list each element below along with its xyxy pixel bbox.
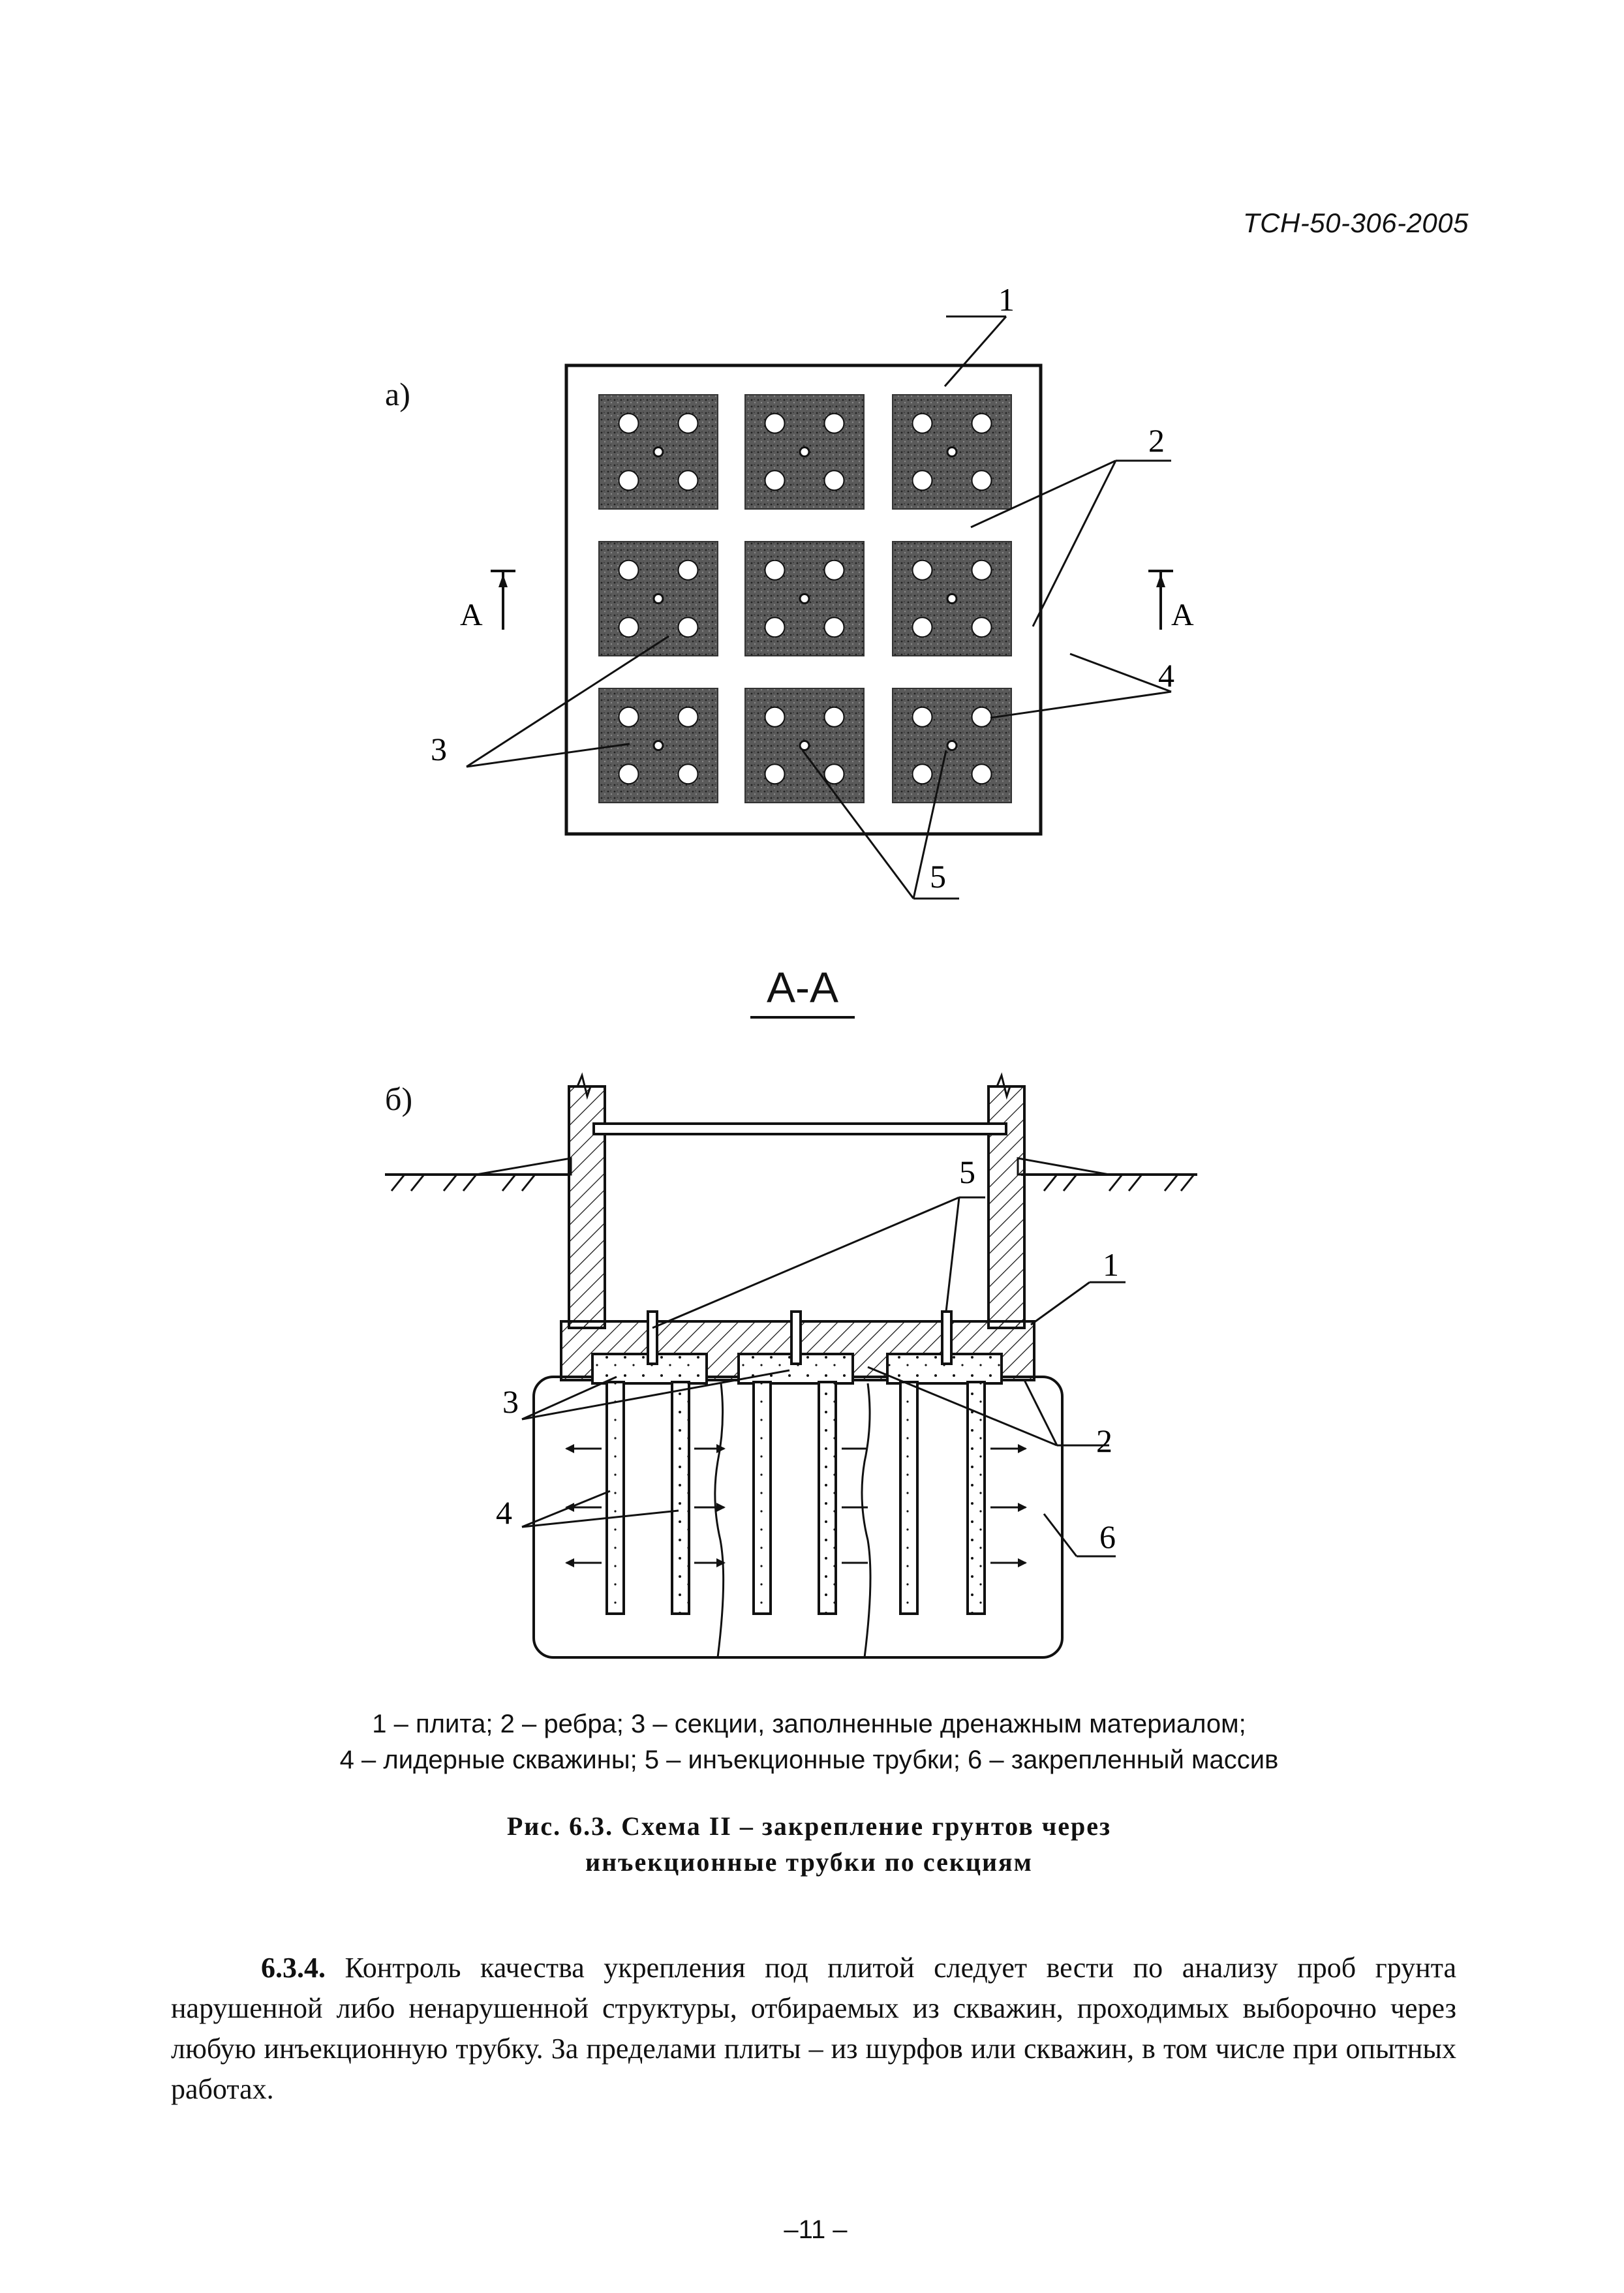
- callout-2-section: 2: [1096, 1423, 1112, 1459]
- injection-tube-6: [946, 593, 958, 604]
- callout-1-plan: 1: [998, 281, 1015, 318]
- plan-view-diagram: 1 2 4 3 5 А А: [431, 281, 1194, 900]
- section-fill-3: [886, 1353, 1003, 1385]
- leader-well-4-1: [618, 559, 639, 581]
- injection-tube-3: [946, 446, 958, 457]
- leader-well-6-4: [971, 617, 992, 638]
- leader-wells: [605, 1381, 986, 1615]
- section-title: А-А: [750, 962, 855, 1019]
- injection-tube-5: [799, 593, 810, 604]
- leader-well-5-4: [823, 617, 845, 638]
- callout-6-section: 6: [1099, 1518, 1116, 1555]
- caption-line-1: Рис. 6.3. Схема II – закрепление грунтов…: [506, 1811, 1112, 1841]
- injection-tube-4: [652, 593, 664, 604]
- paragraph-number: 6.3.4.: [261, 1952, 326, 1984]
- leader-well-2-3: [764, 470, 786, 491]
- document-code: ТСН-50-306-2005: [1243, 208, 1469, 238]
- leader-well-3-3: [912, 470, 933, 491]
- leader-well-1-4: [677, 470, 699, 491]
- section-cells: [598, 394, 1012, 803]
- leader-well-2-1: [764, 412, 786, 434]
- leader-well-1-3: [618, 470, 639, 491]
- leader-well-6-1: [912, 559, 933, 581]
- paragraph-text: Контроль качества укрепления под плитой …: [171, 1952, 1457, 2105]
- callout-3-plan: 3: [431, 731, 447, 767]
- leader-well-8-2: [823, 706, 845, 728]
- leader-well-3-1: [912, 412, 933, 434]
- injection-tube-9: [946, 740, 958, 751]
- leader-well-9-4: [971, 763, 992, 785]
- figure-part-a-label: а): [385, 376, 410, 412]
- leader-well-5-1: [764, 559, 786, 581]
- leader-well-7-1: [618, 706, 639, 728]
- floor-beam: [592, 1122, 1007, 1135]
- leader-well-8-4: [823, 763, 845, 785]
- leader-well-9-1: [912, 706, 933, 728]
- injection-tube-1: [652, 446, 664, 457]
- leader-well-5-3: [764, 617, 786, 638]
- leader-well-1-1: [618, 412, 639, 434]
- leader-well-2-4: [823, 470, 845, 491]
- section-marker-left: А: [460, 598, 483, 632]
- legend-line-1: 1 – плита; 2 – ребра; 3 – секции, заполн…: [372, 1710, 1246, 1738]
- leader-well-7-4: [677, 763, 699, 785]
- callout-3-section: 3: [502, 1383, 519, 1420]
- ground-hatching: [390, 1174, 1195, 1192]
- section-leader-lines: [521, 1196, 1126, 1558]
- legend-line-2: 4 – лидерные скважины; 5 – инъекционные …: [339, 1746, 1279, 1774]
- injection-tube-7: [652, 740, 664, 751]
- leader-well-5-2: [823, 559, 845, 581]
- callout-5-section: 5: [959, 1154, 975, 1190]
- caption-line-2: инъекционные трубки по секциям: [585, 1847, 1033, 1877]
- leader-well-9-3: [912, 763, 933, 785]
- leader-well-2-2: [823, 412, 845, 434]
- leader-well-4-2: [677, 559, 699, 581]
- injection-tube-8: [799, 740, 810, 751]
- leader-well-4-3: [618, 617, 639, 638]
- leader-well-3-4: [971, 470, 992, 491]
- leader-well-6-3: [912, 617, 933, 638]
- figure-part-b-label: б): [385, 1081, 413, 1117]
- page-number: –11 –: [784, 2215, 848, 2244]
- section-marker-right: А: [1171, 598, 1194, 632]
- leader-well-8-1: [764, 706, 786, 728]
- leader-well-6-2: [971, 559, 992, 581]
- leader-well-7-3: [618, 763, 639, 785]
- leader-well-1-2: [677, 412, 699, 434]
- callout-4-plan: 4: [1158, 657, 1174, 694]
- callout-4-section: 4: [496, 1494, 512, 1531]
- callout-2-plan: 2: [1148, 422, 1165, 459]
- leader-well-4-4: [677, 617, 699, 638]
- plan-leader-lines: [466, 315, 1172, 900]
- cross-section-diagram: 5 1 2 3 4 6: [385, 1072, 1197, 1659]
- callout-1-section: 1: [1103, 1246, 1119, 1283]
- injection-tube-2: [799, 446, 810, 457]
- leader-well-3-2: [971, 412, 992, 434]
- callout-5-plan: 5: [930, 858, 946, 895]
- leader-well-7-2: [677, 706, 699, 728]
- leader-well-8-3: [764, 763, 786, 785]
- paragraph-6-3-4: 6.3.4. Контроль качества укрепления под …: [171, 1948, 1456, 2110]
